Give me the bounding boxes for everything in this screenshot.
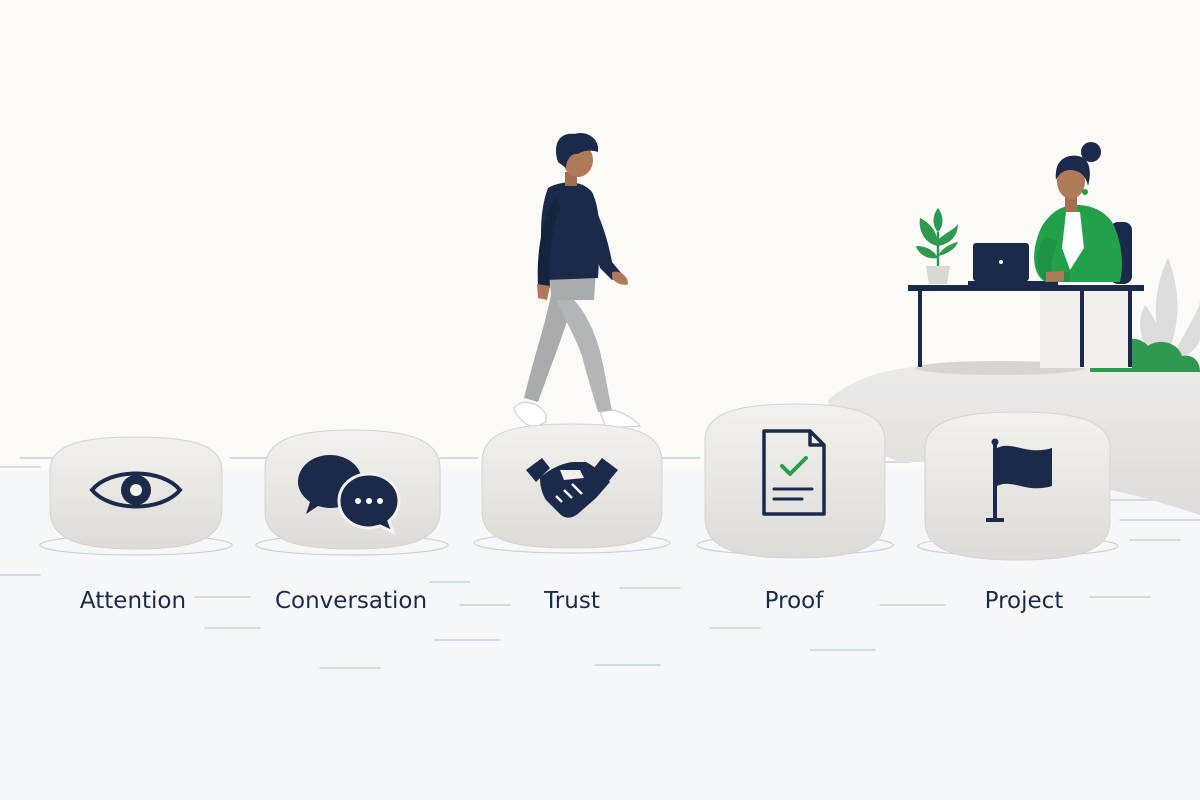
handshake-icon bbox=[526, 458, 618, 518]
chat-bubbles-icon bbox=[298, 455, 401, 535]
eye-icon bbox=[89, 471, 183, 509]
document-check-icon bbox=[762, 429, 826, 516]
stone-project bbox=[917, 411, 1119, 561]
stone-proof bbox=[696, 403, 894, 559]
label-trust: Trust bbox=[543, 588, 600, 614]
label-attention: Attention bbox=[80, 588, 186, 614]
label-conversation: Conversation bbox=[275, 588, 427, 614]
step-labels: Attention Conversation Trust Proof Proje… bbox=[80, 588, 1063, 614]
laptop bbox=[968, 243, 1058, 285]
woman-at-desk bbox=[1034, 142, 1132, 284]
flag-icon bbox=[986, 438, 1052, 522]
label-project: Project bbox=[985, 588, 1064, 614]
potted-plant bbox=[916, 208, 958, 284]
stepping-stones bbox=[39, 403, 1119, 561]
walking-man bbox=[513, 132, 641, 429]
desk bbox=[908, 285, 1144, 368]
water-ripples bbox=[0, 457, 1200, 669]
label-proof: Proof bbox=[765, 588, 825, 614]
